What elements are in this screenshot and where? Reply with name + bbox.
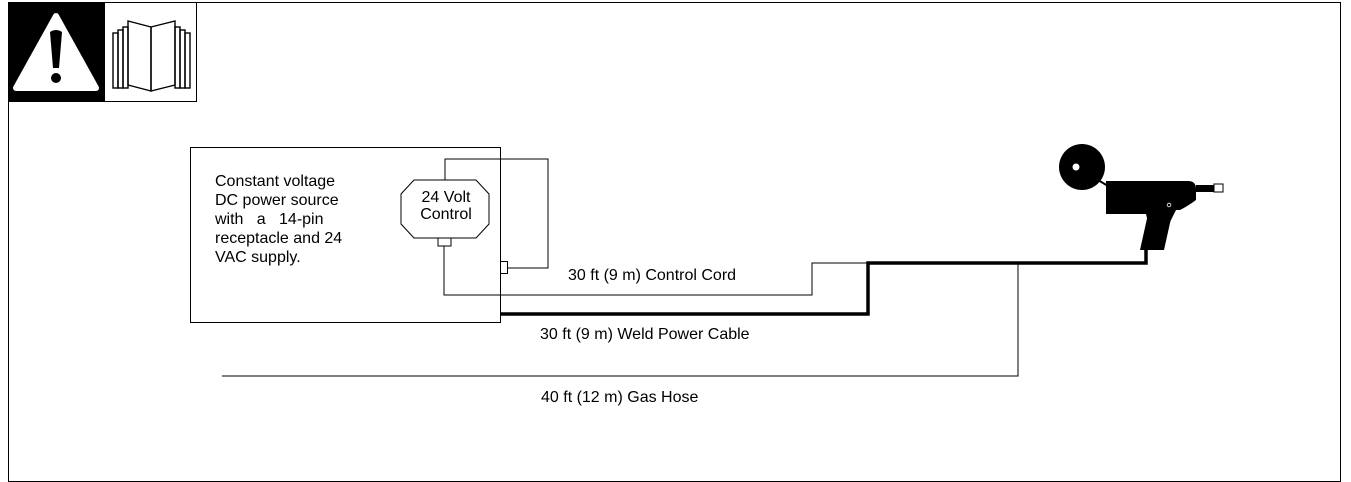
control-label-line2: Control — [420, 206, 472, 223]
control-receptacle — [437, 237, 452, 247]
gas-hose-label: 40 ft (12 m) Gas Hose — [541, 389, 699, 406]
description-line: Constant voltage — [215, 173, 336, 190]
gas-hose-line — [222, 263, 1019, 377]
description-line: receptacle and 24 — [215, 230, 343, 247]
power-source-box — [190, 147, 501, 323]
warning-icon-block — [8, 2, 105, 102]
description-line: with a 14-pin — [215, 211, 324, 228]
description-line: VAC supply. — [215, 249, 301, 266]
weld-cable-line — [501, 250, 1148, 316]
control-octagon — [400, 179, 490, 239]
control-cord-line — [443, 246, 868, 296]
header-rule — [8, 101, 197, 102]
spool-gun-icon — [1059, 144, 1224, 250]
power-source-description: Constant voltage DC power source with a … — [215, 172, 377, 267]
control-label: 24 Volt Control — [402, 189, 490, 223]
control-loop-wire — [444, 158, 549, 269]
exclamation-triangle-icon — [13, 13, 99, 91]
control-label-line1: 24 Volt — [421, 189, 471, 206]
fourteen-pin-receptacle — [500, 261, 508, 274]
control-cord-label: 30 ft (9 m) Control Cord — [568, 267, 737, 284]
open-book-icon — [112, 20, 191, 92]
weld-cable-label: 30 ft (9 m) Weld Power Cable — [540, 326, 750, 343]
description-line: DC power source — [215, 192, 339, 209]
